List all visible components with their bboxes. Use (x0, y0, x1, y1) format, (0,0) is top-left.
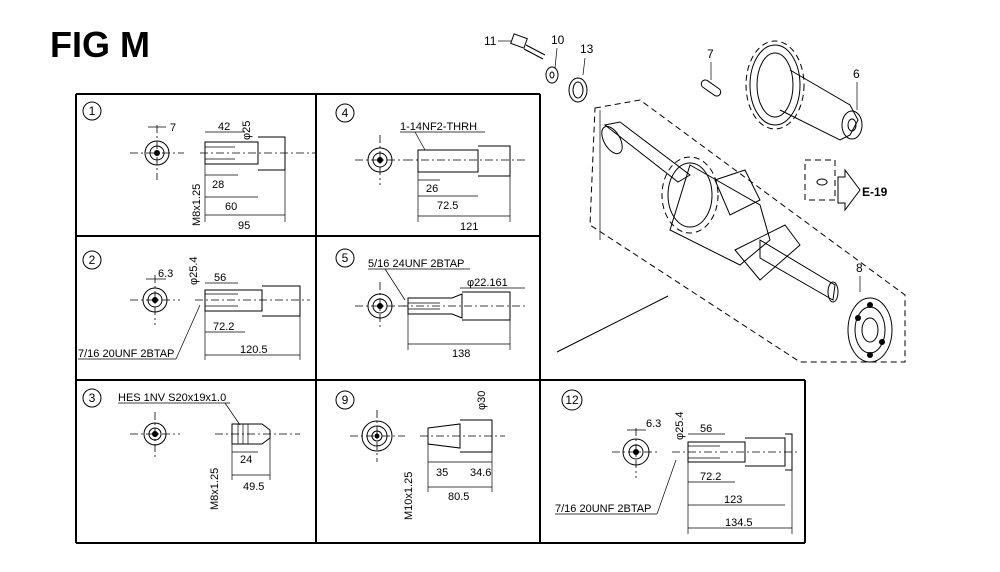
panel-number-circle (82, 101, 102, 121)
dim-120-5: 120.5 (240, 344, 268, 356)
panel-number-circle (82, 250, 102, 270)
panel-number-circle (335, 390, 355, 410)
dim-diameter: φ25.4 (188, 256, 200, 285)
exploded-view: 11 10 13 7 6 (484, 33, 906, 363)
bearing-part-8 (847, 297, 893, 363)
shaft-end-view (142, 287, 168, 313)
dim-tap-width: 6.3 (646, 418, 661, 430)
panel-4: 4 1-14NF2-THRH 26 72.5 121 (335, 103, 525, 233)
dim-diameter: φ22.161 (467, 277, 508, 289)
panel-number: 12 (565, 393, 579, 407)
dim-tap-width: 6.3 (158, 268, 173, 280)
dim-tap: 5/16 24UNF 2BTAP (368, 258, 464, 270)
dim-121: 121 (460, 221, 478, 233)
figure-title: FIG M (50, 24, 150, 65)
panel-grid (75, 93, 806, 544)
callout-11: 11 (484, 34, 497, 48)
dim-diameter: φ25 (241, 121, 253, 140)
shaft-side-view (687, 441, 746, 463)
dim-138: 138 (452, 348, 470, 360)
callout-8: 8 (856, 261, 863, 275)
dim-72-2: 72.2 (700, 471, 721, 483)
shaft-side-view (417, 149, 479, 173)
shaft-end-view (144, 140, 170, 166)
dim-72-5: 72.5 (437, 200, 458, 212)
callout-7: 7 (707, 47, 714, 61)
dim-72-2: 72.2 (213, 321, 234, 333)
shaft-end-view (622, 438, 650, 466)
panel-9: 9 φ30 35 34.6 80.5 M10x1.25 (335, 390, 505, 520)
dim-tap: 7/16 20UNF 2BTAP (555, 503, 651, 515)
dim-thread: M8x1.25 (209, 468, 221, 510)
shaft-end-view (367, 293, 393, 319)
shaft-side-view (427, 423, 461, 449)
dim-thread: M8x1.25 (191, 184, 203, 226)
key-part-7 (700, 79, 722, 97)
dim-thread: 1-14NF2-THRH (400, 121, 477, 133)
panel-number: 9 (342, 393, 349, 407)
shaft-side-view (204, 141, 259, 165)
dim-35: 35 (436, 467, 448, 479)
dim-thread: M10x1.25 (403, 472, 415, 520)
seal-part-13 (568, 77, 588, 103)
dim-spline: HES 1NV S20x19x1.0 (118, 392, 226, 404)
gear-part-6 (745, 40, 863, 141)
dim-26: 26 (426, 183, 438, 195)
panel-number-circle (82, 388, 102, 408)
shaft-end-view (143, 422, 167, 446)
dim-95: 95 (238, 220, 250, 232)
panel-number: 2 (89, 253, 96, 267)
panel-2: 2 6.3 φ25.4 56 72.2 120.5 7/16 20UNF 2BT… (78, 250, 310, 360)
panel-number: 5 (342, 251, 349, 265)
panel-number-circle (335, 103, 355, 123)
washer-part-10 (545, 66, 559, 84)
dim-tap: 7/16 20UNF 2BTAP (78, 348, 174, 360)
dim-diameter: φ30 (476, 391, 488, 410)
arrow-right-icon (837, 168, 861, 212)
dim-diameter: φ25.4 (674, 411, 686, 440)
panel-12: 12 6.3 φ25.4 56 72.2 123 134.5 7/16 20UN… (555, 389, 800, 534)
dim-60: 60 (225, 201, 237, 213)
shaft-side-view (204, 289, 263, 312)
ref-e19: E-19 (862, 185, 888, 199)
dim-134-5: 134.5 (725, 517, 753, 529)
dim-49-5: 49.5 (243, 481, 264, 493)
panel-1: 1 7 42 φ25 28 60 95 M8x1.25 (82, 101, 315, 232)
dim-34-6: 34.6 (470, 467, 491, 479)
callout-13: 13 (580, 42, 594, 56)
dim-tap-width: 7 (170, 122, 176, 134)
dim-56: 56 (214, 272, 226, 284)
dim-24: 24 (240, 454, 252, 466)
callout-6: 6 (853, 67, 860, 81)
callout-10: 10 (551, 33, 565, 47)
panel-number-circle (335, 248, 355, 268)
panel-number: 4 (342, 106, 349, 120)
panel-5: 5 5/16 24UNF 2BTAP φ22.161 138 (335, 248, 525, 360)
dim-56: 56 (700, 423, 712, 435)
dim-28: 28 (212, 179, 224, 191)
panel-number-circle (561, 389, 583, 411)
panel-3: 3 HES 1NV S20x19x1.0 24 49.5 M8x1.25 (82, 388, 300, 510)
dim-42: 42 (218, 121, 230, 133)
shaft-end-view (367, 147, 393, 173)
shaft-end-view (361, 420, 393, 452)
bolt-part-11 (510, 33, 546, 60)
dim-123: 123 (724, 494, 742, 506)
crankshaft (601, 121, 839, 303)
panel-number: 3 (89, 391, 96, 405)
dim-80-5: 80.5 (448, 491, 469, 503)
panel-number: 1 (89, 104, 96, 118)
